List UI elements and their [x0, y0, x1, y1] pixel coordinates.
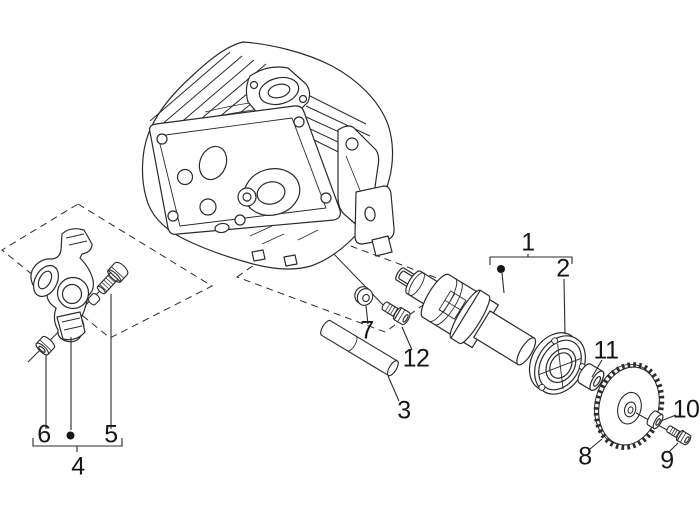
- exhaust-flange: [245, 66, 311, 118]
- rocker-arm: [30, 228, 95, 343]
- leader-group-4: [32, 438, 123, 452]
- head-tab: [251, 249, 266, 262]
- sprocket-washer: [646, 410, 664, 430]
- callout-7: 7: [360, 316, 374, 345]
- flange-screw: [381, 301, 411, 326]
- leader-dot-1: [501, 272, 505, 294]
- leader-11: [591, 359, 603, 378]
- sprocket-bolt: [666, 425, 692, 446]
- callout-8: 8: [578, 442, 592, 471]
- callout-9: 9: [660, 446, 674, 475]
- washer-7: [354, 286, 374, 306]
- camshaft: [395, 267, 537, 366]
- leader-3: [387, 375, 400, 402]
- callout-12: 12: [402, 344, 430, 373]
- mount-lug: [354, 185, 395, 257]
- callout-5: 5: [104, 420, 118, 449]
- callout-1: 1: [521, 228, 535, 257]
- adjuster-screw: [96, 261, 129, 295]
- callout-2: 2: [556, 254, 570, 283]
- callout-3: 3: [397, 396, 411, 425]
- leader-group-1: [489, 254, 573, 265]
- leader-12: [401, 326, 413, 351]
- leader-10: [660, 414, 677, 422]
- group-4-dot: [66, 431, 75, 440]
- head-hatch: [249, 225, 319, 245]
- spacer-bushing: [577, 363, 605, 392]
- leader-9: [668, 442, 679, 453]
- rocker-shaft-pin: [320, 319, 399, 377]
- callout-4: 4: [71, 452, 85, 481]
- group-1-dot: [497, 265, 505, 273]
- head-tab: [283, 254, 298, 267]
- cylinder-head: [141, 41, 395, 270]
- valve-pockets: [176, 145, 301, 226]
- tappet-pad: [87, 293, 101, 306]
- adjuster-nut: [35, 335, 56, 356]
- leader-8: [589, 438, 603, 450]
- callout-6: 6: [37, 420, 51, 449]
- leader-7: [365, 305, 369, 325]
- timing-sprocket: [593, 362, 665, 450]
- leader-lines: [32, 254, 679, 453]
- callout-10: 10: [672, 395, 700, 424]
- ball-bearing: [528, 332, 586, 395]
- callout-11: 11: [593, 336, 619, 365]
- leader-2: [563, 278, 566, 335]
